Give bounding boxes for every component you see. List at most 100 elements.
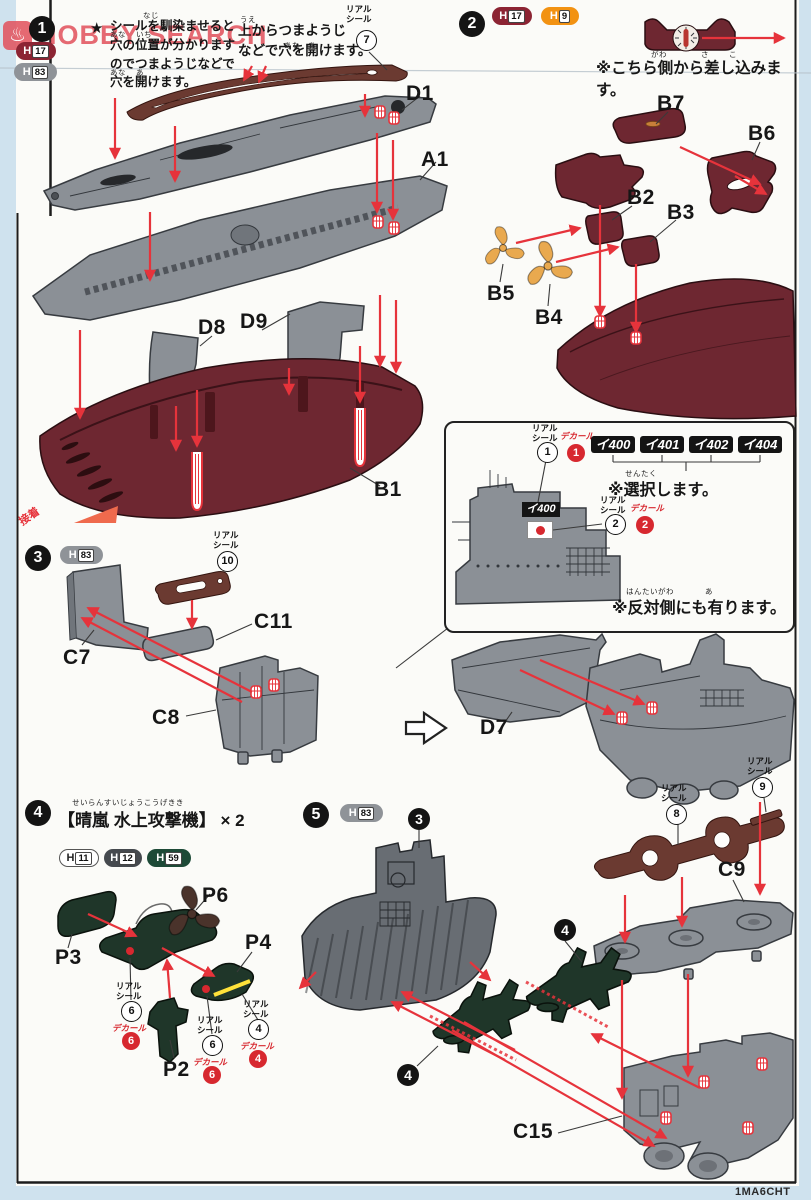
- fold-crease: [0, 67, 811, 74]
- seal-callout-label: リアル シール: [116, 981, 142, 1001]
- label-c11: C11: [254, 610, 293, 633]
- furigana: がわ: [651, 50, 667, 59]
- label-b3: B3: [667, 201, 695, 224]
- furigana: せんたく: [625, 469, 657, 478]
- label-c9: C9: [718, 858, 746, 881]
- decal4-circle: 4: [249, 1050, 267, 1068]
- next-step-arrow: [404, 710, 448, 746]
- glue-triangle: [74, 506, 118, 523]
- label-d7: D7: [480, 716, 508, 739]
- furigana: うえ: [240, 15, 256, 24]
- step4-number: 4: [25, 800, 51, 826]
- part-b1-lower-hull: [39, 358, 424, 519]
- seal8-sticker: [594, 816, 785, 881]
- tower-name-plate: イ400: [522, 502, 560, 517]
- opposite-side-note: ※反対側にも有ります。: [612, 600, 786, 617]
- furigana: せいらんすいじょうこうげきき: [72, 798, 184, 807]
- scan-margin-bottom: [0, 1186, 811, 1200]
- furigana: あ: [136, 68, 144, 77]
- seal6-circle: 6: [202, 1035, 223, 1056]
- part-p3-wing: [57, 890, 117, 938]
- label-p3: P3: [55, 946, 82, 969]
- decal6-circle: 6: [122, 1032, 140, 1050]
- ref-step3-badge: 3: [408, 808, 430, 830]
- part-c7: [72, 564, 149, 651]
- label-b4: B4: [535, 306, 563, 329]
- insert-side-note: ※こちら側から差し込みます。: [596, 60, 782, 99]
- decal-callout-label: デカール: [560, 431, 595, 441]
- step2-artwork: [481, 18, 797, 420]
- furigana: はんたいがわ: [626, 587, 674, 596]
- seal-callout-label: リアル シール: [213, 530, 239, 550]
- furigana: あ: [705, 587, 713, 596]
- part-stern-cap: [554, 152, 645, 210]
- part-a1-upper-hull: [31, 175, 448, 321]
- step1-number: 1: [29, 16, 55, 42]
- part-c11: [142, 625, 215, 662]
- label-b6: B6: [748, 122, 776, 145]
- label-b7: B7: [657, 92, 685, 115]
- part-d1-deck: [42, 95, 437, 211]
- label-b2: B2: [627, 186, 655, 209]
- seal9-circle: 9: [752, 777, 773, 798]
- part-d7: [451, 632, 607, 723]
- decal-spot: [202, 985, 210, 993]
- decal1-circle: 1: [567, 444, 585, 462]
- part-stern-hull: [556, 278, 797, 420]
- seal-hole-note: シールを馴染ませると 穴の位置が分かります のでつまようじなどで 穴を開けます。: [110, 19, 236, 90]
- seal1-circle: 1: [537, 442, 558, 463]
- scan-margin-left: [0, 0, 16, 1200]
- part-b5-propeller: [481, 226, 526, 267]
- scan-margin-right: [799, 0, 811, 1200]
- step3-hangar-assembly: [301, 839, 497, 1011]
- variant-badge-i402: イ402: [689, 436, 733, 453]
- sheet-code: 1MA6CHT: [735, 1186, 791, 1198]
- seal7-circle: 7: [356, 30, 377, 51]
- seal-callout-label: リアル シール: [747, 756, 773, 776]
- seal10-circle: 10: [217, 551, 238, 572]
- furigana: あな: [110, 68, 126, 77]
- furigana: あな: [284, 41, 300, 50]
- part-c15: [623, 1032, 794, 1167]
- seal6-circle: 6: [121, 1001, 142, 1022]
- decal-callout-label: デカール: [240, 1041, 275, 1051]
- label-a1: A1: [421, 148, 449, 171]
- variant-badge-i401: イ401: [640, 436, 684, 453]
- label-c7: C7: [63, 646, 91, 669]
- step5-number: 5: [303, 802, 329, 828]
- decal-callout-label: デカール: [630, 503, 665, 513]
- step4-artwork: [57, 885, 259, 1063]
- part-c8: [215, 655, 319, 757]
- label-d9: D9: [240, 310, 268, 333]
- toothpick-note: 上からつまようじ などで穴を開けます。: [238, 23, 372, 59]
- seal-callout-label: リアル シール: [661, 783, 687, 803]
- label-d1: D1: [406, 82, 434, 105]
- part-b3: [621, 235, 660, 267]
- label-b1: B1: [374, 478, 402, 501]
- decal-callout-label: デカール: [193, 1057, 228, 1067]
- deck-sticker-part: [126, 64, 408, 121]
- seal-callout-label: リアル シール: [346, 4, 372, 24]
- select-note: ※選択します。: [608, 482, 718, 499]
- seal-callout-label: リアル シール: [600, 495, 626, 515]
- flag-sun-disc: [535, 525, 545, 535]
- decal-spot: [126, 947, 134, 955]
- step5-artwork: [298, 797, 794, 1180]
- variant-badge-i400: イ400: [591, 436, 635, 453]
- furigana: なじ: [143, 11, 159, 20]
- japan-flag-decal: [527, 521, 553, 539]
- decal-callout-label: デカール: [112, 1023, 147, 1033]
- conning-tower-drawing: [455, 483, 621, 605]
- label-d8: D8: [198, 316, 226, 339]
- part-p2-fuselage: [147, 997, 189, 1063]
- part-b4-propeller: [523, 240, 575, 287]
